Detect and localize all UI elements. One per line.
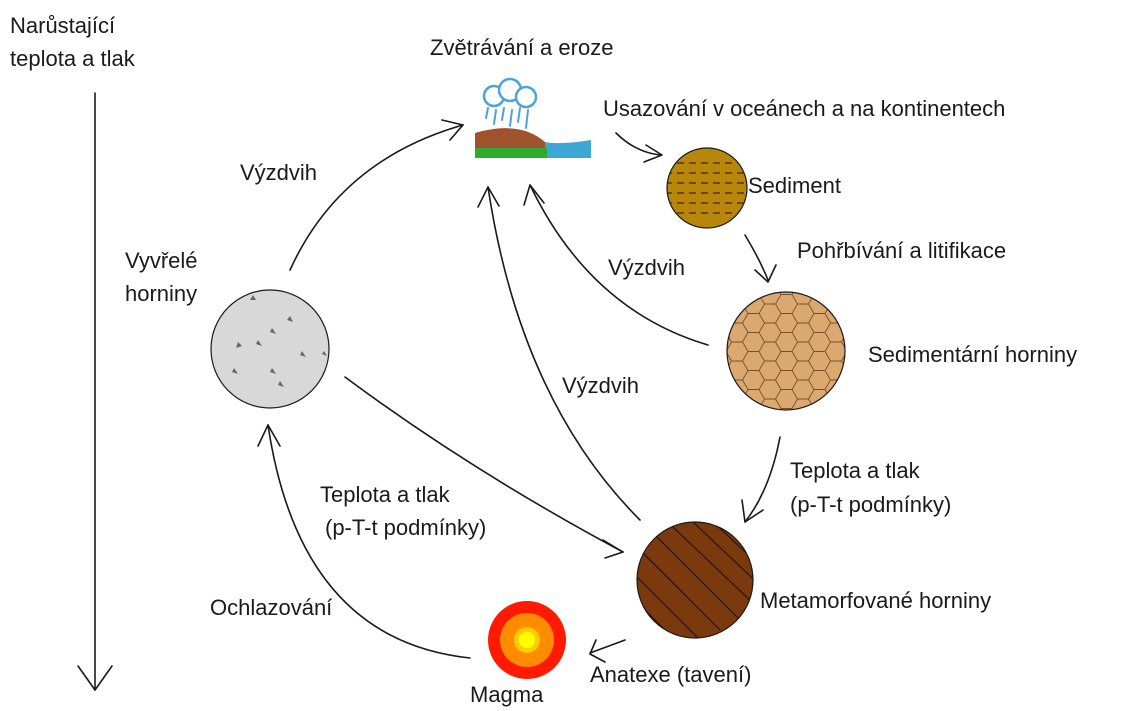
- igneous-crystals: [232, 295, 327, 387]
- metamorphism-left-line2: (p-T-t podmínky): [325, 515, 486, 540]
- metamorphism-right-line1: Teplota a tlak: [790, 458, 921, 483]
- magma-label: Magma: [470, 682, 544, 707]
- weathering-node: Zvětrávání a eroze: [430, 35, 613, 162]
- arrow-cooling: Ochlazování: [210, 424, 471, 659]
- igneous-disc: [210, 289, 330, 409]
- metamorphic-label: Metamorfované horniny: [760, 588, 991, 613]
- metamorphism-left-line1: Teplota a tlak: [320, 482, 451, 507]
- arrow-metamorphism-left: Teplota a tlak (p-T-t podmínky): [320, 376, 624, 559]
- sediment-disc: [666, 147, 748, 229]
- uplift-sedimentary-label: Výzdvih: [608, 255, 685, 280]
- arrow-anatexis: Anatexe (tavení): [589, 639, 751, 687]
- weathering-icon: [473, 77, 591, 162]
- metamorphism-right-line2: (p-T-t podmínky): [790, 492, 951, 517]
- sediment-label: Sediment: [748, 173, 841, 198]
- igneous-label-line2: horniny: [125, 281, 197, 306]
- weathering-label: Zvětrávání a eroze: [430, 35, 613, 60]
- axis-arrow-head: [77, 665, 113, 691]
- magma-core: [519, 632, 535, 648]
- igneous-label-line1: Vyvřelé: [125, 248, 198, 273]
- arrow-burial: Pohřbívání a litifikace: [744, 234, 1006, 283]
- deposition-label: Usazování v oceánech a na kontinentech: [603, 96, 1005, 121]
- arrow-deposition: Usazování v oceánech a na kontinentech: [603, 96, 1005, 163]
- arrow-uplift-sedimentary: Výzdvih: [523, 184, 709, 346]
- arrow-metamorphism-right: Teplota a tlak (p-T-t podmínky): [741, 436, 951, 523]
- burial-label: Pohřbívání a litifikace: [797, 238, 1006, 263]
- uplift-igneous-label: Výzdvih: [240, 160, 317, 185]
- uplift-metamorphic-label: Výzdvih: [562, 373, 639, 398]
- axis-label-line1: Narůstající: [10, 13, 115, 38]
- axis-label-line2: teplota a tlak: [10, 46, 136, 71]
- sedimentary-rocks-node: Sedimentární horniny: [726, 291, 1077, 411]
- igneous-rocks-node: Vyvřelé horniny: [125, 248, 330, 409]
- sedimentary-label: Sedimentární horniny: [868, 342, 1077, 367]
- arrow-uplift-igneous: Výzdvih: [240, 119, 464, 271]
- sediment-node: Sediment: [666, 147, 841, 229]
- cooling-label: Ochlazování: [210, 595, 332, 620]
- increasing-temp-pressure-axis: Narůstající teplota a tlak: [10, 13, 136, 691]
- arrow-uplift-metamorphic: Výzdvih: [477, 186, 641, 521]
- metamorphic-rocks-node: Metamorfované horniny: [636, 521, 991, 639]
- magma-node: Magma: [470, 601, 566, 707]
- anatexis-label: Anatexe (tavení): [590, 662, 751, 687]
